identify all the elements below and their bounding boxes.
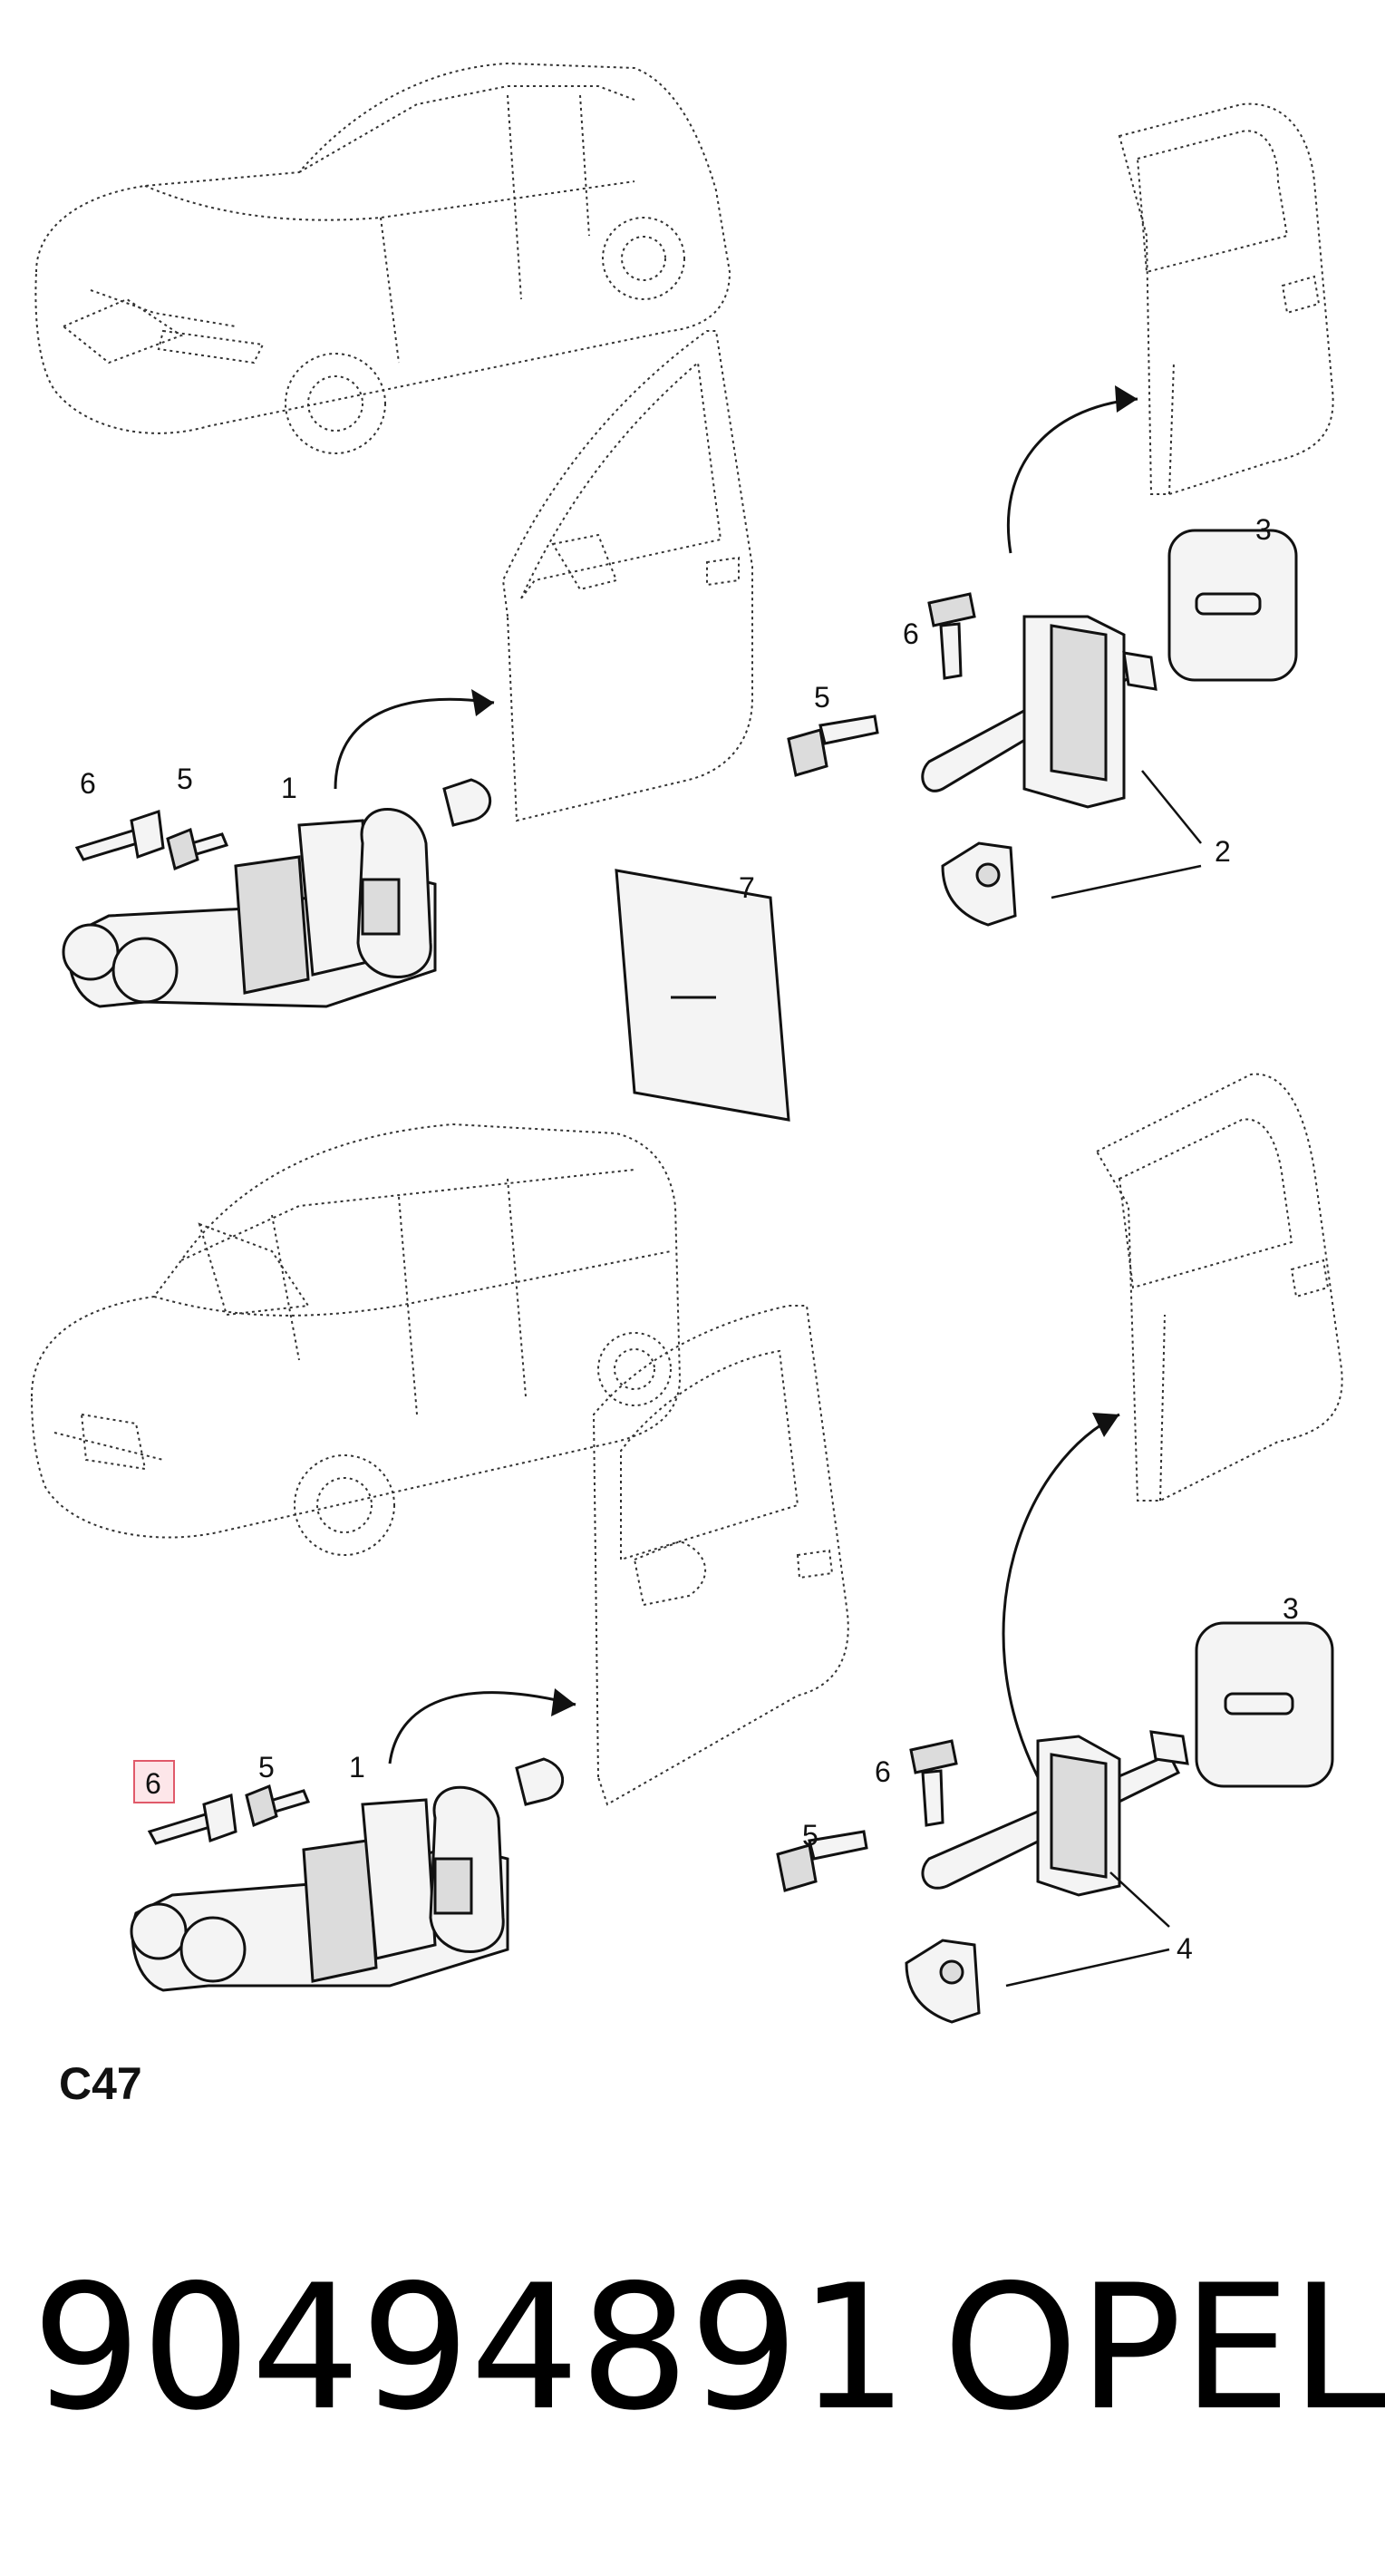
leader-4-bracket [1005, 1948, 1170, 1988]
callout-5-top-right: 5 [814, 681, 830, 714]
callout-5-bottom-left: 5 [258, 1751, 275, 1784]
seal-pad-3-bottom [1195, 1621, 1334, 1788]
front-door-top-illustration [501, 330, 753, 822]
hatchback-car-illustration [34, 62, 731, 454]
bolt-5-bottom-right [776, 1830, 868, 1892]
leader-4-strap [1109, 1871, 1170, 1928]
rear-door-check-strap-top [921, 615, 1157, 809]
highlight-box [133, 1760, 175, 1803]
diagram-code: C47 [59, 2058, 142, 2109]
front-door-check-strap-bottom [130, 1757, 565, 1992]
callout-6-bottom-left-highlight[interactable]: 6 [133, 1760, 175, 1803]
seal-pad-3-top [1167, 529, 1298, 682]
bolt-6-bottom-right [909, 1739, 958, 1827]
bolt-5-top-left [166, 827, 229, 871]
callout-1-top: 1 [281, 772, 297, 804]
callout-5-top-left: 5 [177, 763, 193, 795]
callout-6-top-right: 6 [903, 617, 919, 650]
bolt-5-top-right [787, 714, 879, 777]
rear-door-top-illustration [1118, 102, 1334, 495]
rear-door-check-strap-bottom [921, 1730, 1189, 1897]
arrow-front-door-top [334, 697, 495, 790]
arrow-front-door-bottom [388, 1691, 576, 1764]
part-number: 90494891 [32, 2248, 908, 2448]
pad-7 [615, 869, 790, 1122]
callout-6-top-left: 6 [80, 767, 96, 800]
rear-door-bottom-illustration [1095, 1073, 1343, 1502]
bolt-6-bottom-left [147, 1793, 237, 1845]
bracket-2-top [941, 841, 1017, 927]
arrow-rear-door-top [1006, 397, 1138, 554]
front-door-bottom-illustration [592, 1305, 849, 1806]
front-door-check-strap-top [62, 778, 492, 1008]
callout-2-top: 2 [1215, 835, 1231, 868]
brand-name: OPEL [943, 2248, 1385, 2448]
mpv-car-illustration [30, 1123, 682, 1556]
callout-5-bottom-right: 5 [802, 1819, 818, 1852]
bolt-6-top-right [927, 592, 976, 680]
arrow-rear-door-bottom [1002, 1413, 1120, 1778]
arrow-head-front-door-top [471, 689, 494, 716]
bracket-4-bottom [905, 1939, 981, 2024]
leader-2-bracket [1051, 864, 1202, 899]
callout-1-bottom: 1 [349, 1751, 365, 1784]
callout-4: 4 [1177, 1932, 1193, 1965]
arrow-head-front-door-bottom [551, 1688, 576, 1716]
callout-6-bottom-right: 6 [875, 1755, 891, 1788]
bolt-6-top-left [74, 809, 165, 861]
arrow-head-rear-door-top [1115, 385, 1138, 413]
callout-7: 7 [739, 871, 755, 904]
callout-6-bottom-left: 6 [145, 1767, 161, 1800]
callout-3-top: 3 [1255, 513, 1272, 546]
leader-2-strap [1141, 770, 1202, 844]
arrow-head-rear-door-bottom [1092, 1413, 1119, 1437]
bolt-5-bottom-left [245, 1784, 311, 1828]
callout-3-bottom: 3 [1283, 1592, 1299, 1625]
